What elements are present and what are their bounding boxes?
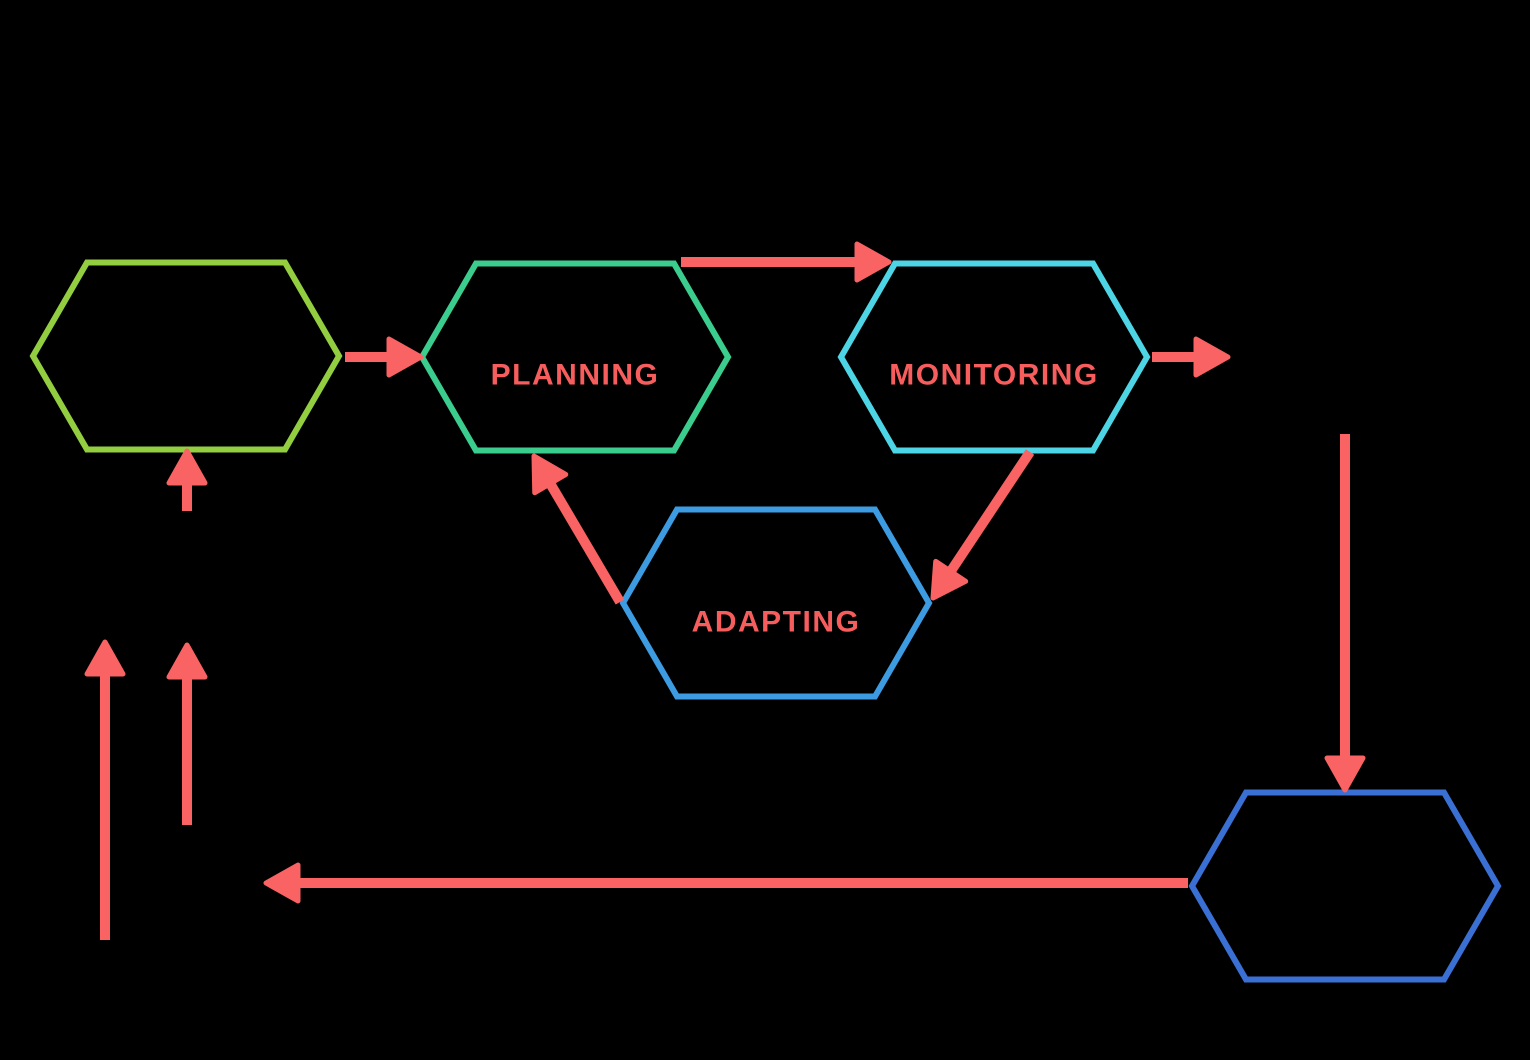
arrow-up-into-left-stage bbox=[166, 448, 208, 511]
arrow-monitoring-to-adapting-head bbox=[930, 558, 969, 601]
arrow-planning-to-monitoring bbox=[681, 241, 892, 283]
arrow-up-tall-left bbox=[84, 639, 126, 940]
arrow-adapting-to-planning bbox=[531, 453, 625, 605]
arrow-monitoring-out-right-head bbox=[1193, 336, 1231, 378]
arrow-up-into-left-stage-head bbox=[166, 448, 208, 486]
arrow-adapting-to-planning-line bbox=[542, 475, 625, 605]
arrow-bottom-right-to-left-head bbox=[263, 862, 301, 904]
cycle-stage-left-hexagon bbox=[29, 259, 343, 453]
arrow-monitoring-to-adapting bbox=[930, 449, 1035, 601]
arrow-up-tall-left-head bbox=[84, 639, 126, 677]
arrow-monitoring-to-adapting-line bbox=[943, 449, 1035, 580]
arrow-adapting-to-planning-head bbox=[531, 453, 569, 496]
planning-hexagon bbox=[418, 260, 732, 454]
monitoring-label: MONITORING bbox=[889, 359, 1098, 392]
arrow-bottom-right-to-left bbox=[263, 862, 1188, 904]
arrow-planning-to-monitoring-head bbox=[854, 241, 892, 283]
arrow-left-stage-to-planning-head bbox=[386, 336, 424, 378]
arrow-down-right-column-head bbox=[1324, 755, 1366, 793]
arrow-left-stage-to-planning bbox=[345, 336, 424, 378]
arrow-down-right-column bbox=[1324, 434, 1366, 793]
arrow-up-mid-left-head bbox=[166, 642, 208, 680]
monitoring-hexagon bbox=[837, 260, 1151, 454]
arrow-up-mid-left bbox=[166, 642, 208, 825]
adapting-label: ADAPTING bbox=[692, 606, 861, 639]
arrow-monitoring-out-right bbox=[1152, 336, 1231, 378]
planning-label: PLANNING bbox=[491, 359, 660, 392]
adapting-hexagon bbox=[619, 506, 933, 700]
cycle-stage-bottom-right-hexagon bbox=[1188, 789, 1502, 983]
